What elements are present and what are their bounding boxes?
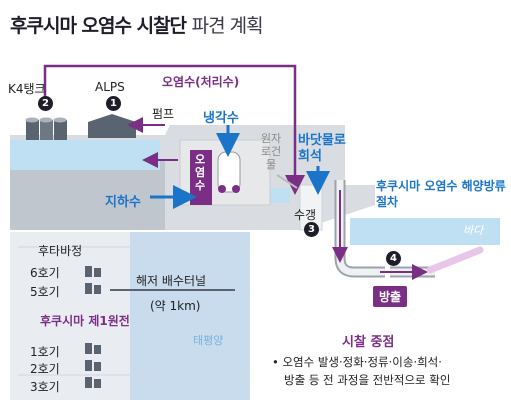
badge-1: 1 — [106, 96, 121, 111]
k4-label: K4탱크 — [8, 82, 46, 96]
unit5-label: 5호기 — [30, 285, 60, 299]
treated-water-label: 오염수(처리수) — [162, 75, 240, 89]
left-pool — [10, 140, 160, 170]
title-sub: 파견 계획 — [191, 15, 264, 37]
seawater-label: 바닷물로 희석 — [298, 133, 346, 164]
shaft-arrow — [276, 174, 298, 189]
pump-label: 펌프 — [152, 107, 175, 121]
sea — [350, 218, 500, 245]
unit3-label: 3호기 — [30, 380, 60, 394]
page-title: 후쿠시마 오염수 시찰단 파견 계획 — [10, 11, 264, 38]
treated-water-line — [43, 64, 305, 195]
alps-building — [88, 114, 136, 138]
shaft-label: 수갱 — [294, 208, 317, 222]
inspection-line-2: 방출 등 전 과정을 전반적으로 확인 — [284, 373, 451, 387]
badge-4: 4 — [386, 251, 401, 266]
inspection-line-1: • 오염수 발생·정화·정류·이송·희석· — [272, 355, 442, 369]
contaminated-vertical-label: 오염수 — [194, 153, 206, 192]
map-sea — [130, 232, 250, 400]
unit6-label: 6호기 — [30, 266, 60, 280]
release-badge: 방출 — [373, 286, 408, 307]
tunnel-label: 해저 배수터널 — [136, 274, 207, 288]
badge-2: 2 — [38, 96, 53, 111]
cooling-water-label: 냉각수 — [203, 111, 239, 126]
badge-3: 3 — [304, 222, 319, 237]
inspection-title: 시찰 중점 — [342, 335, 395, 350]
ground-shade — [10, 160, 165, 230]
k4-tanks — [25, 117, 67, 140]
plant-label: 후쿠시마 제1원전 — [40, 314, 130, 328]
release-trail — [426, 246, 484, 274]
sea-label: 바다 — [463, 224, 484, 237]
release-procedure-title: 후쿠시마 오염수 해양방류 절차 — [376, 179, 506, 209]
alps-label: ALPS — [95, 80, 125, 94]
groundwater-label: 지하수 — [105, 195, 141, 210]
title-main: 후쿠시마 오염수 시찰단 — [10, 15, 187, 37]
unit1-label: 1호기 — [30, 345, 60, 359]
unit2-label: 2호기 — [30, 362, 60, 376]
unit-icons — [85, 266, 101, 388]
pacific-label: 태평양 — [193, 334, 224, 347]
reactor-building-label: 원자로건물 — [260, 132, 282, 171]
futaba-label: 후타바정 — [38, 244, 83, 258]
tunnel-length-label: (약 1km) — [150, 299, 201, 313]
